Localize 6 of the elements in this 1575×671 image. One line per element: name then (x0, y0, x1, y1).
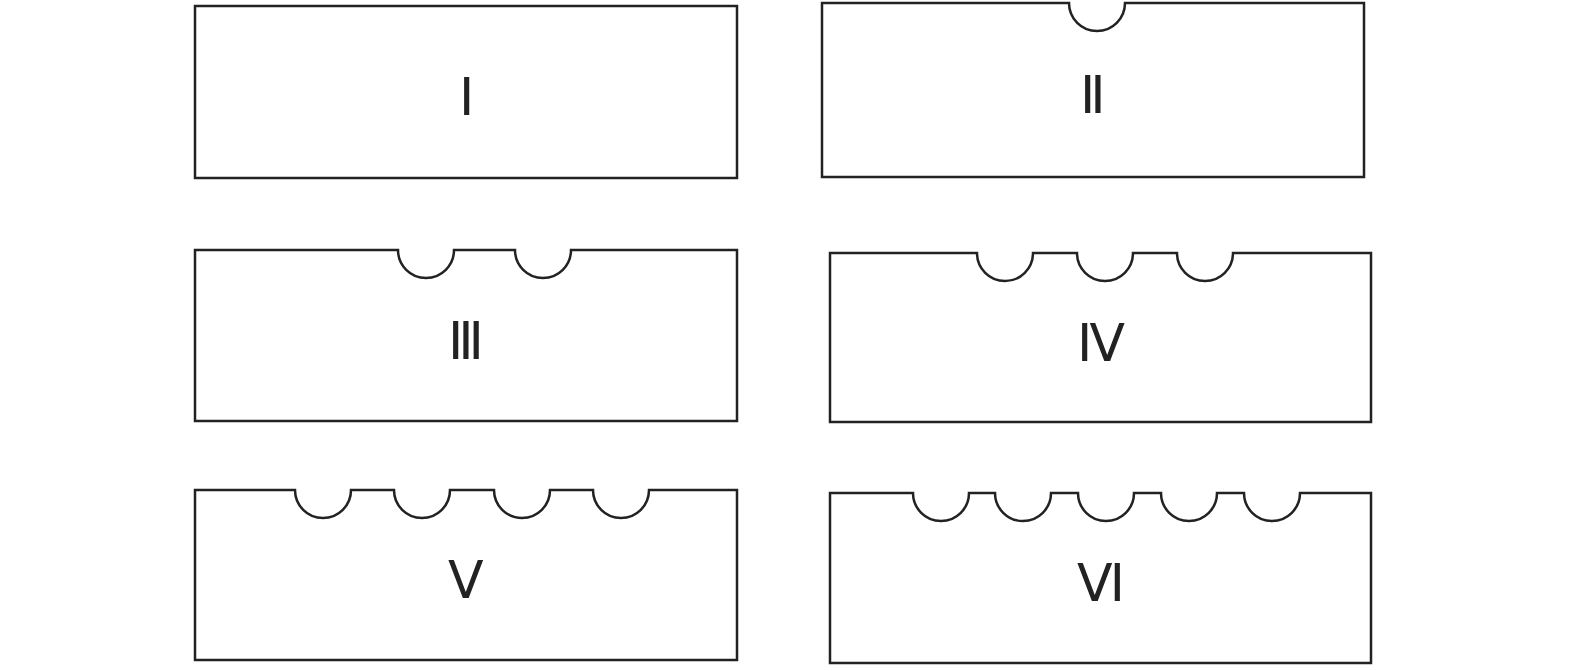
roman-numeral-label: Ⅵ (1075, 558, 1126, 610)
roman-numeral-label: Ⅴ (447, 555, 485, 607)
roman-numeral-label: Ⅰ (457, 72, 475, 124)
roman-numeral-label: Ⅳ (1075, 317, 1126, 370)
roman-numeral-label: Ⅲ (447, 315, 485, 368)
roman-numeral-label: Ⅱ (1079, 70, 1107, 122)
